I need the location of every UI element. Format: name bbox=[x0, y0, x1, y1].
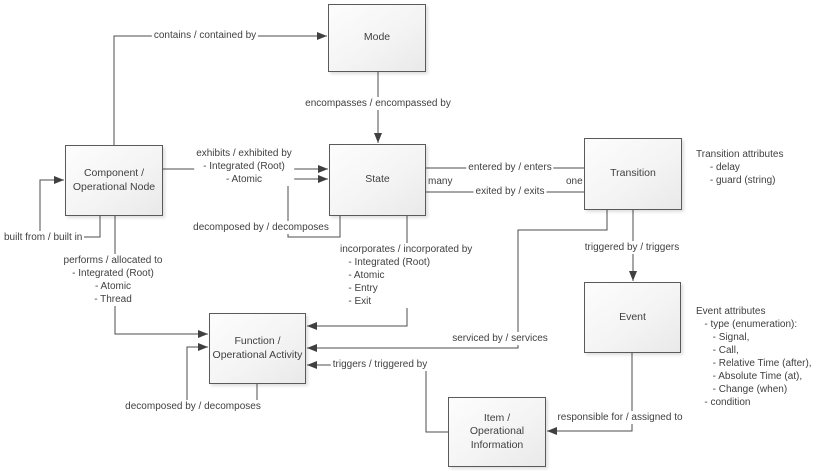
note-transition-attributes: Transition attributes - delay - guard (s… bbox=[696, 149, 784, 186]
node-mode: Mode bbox=[328, 4, 426, 72]
connector-triggers-function bbox=[307, 361, 448, 433]
edge-label-performs: performs / allocated to - Integrated (Ro… bbox=[61, 254, 165, 306]
edge-label-triggers-function: triggers / triggered by bbox=[330, 358, 430, 371]
connector-responsible bbox=[547, 353, 633, 435]
node-function-label: Function / Operational Activity bbox=[212, 334, 303, 361]
edge-label-entered: entered by / enters bbox=[466, 161, 554, 174]
node-state-label: State bbox=[365, 173, 390, 186]
connector-contains bbox=[113, 32, 327, 145]
edge-label-state-decomposed: decomposed by / decomposes bbox=[191, 221, 331, 234]
connector-state-self-loop bbox=[287, 175, 341, 238]
node-event-label: Event bbox=[619, 310, 646, 323]
edge-label-encompasses: encompasses / encompassed by bbox=[303, 97, 453, 110]
edge-label-built-from: built from / built in bbox=[2, 231, 85, 244]
node-event: Event bbox=[584, 282, 681, 353]
node-transition-label: Transition bbox=[610, 167, 656, 180]
node-transition: Transition bbox=[584, 138, 682, 210]
edge-label-exited: exited by / exits bbox=[473, 185, 547, 198]
edge-label-serviced: serviced by / services bbox=[450, 332, 550, 345]
edge-label-responsible: responsible for / assigned to bbox=[555, 411, 685, 424]
node-item-label: Item / Operational Information bbox=[469, 411, 525, 451]
node-item-operational-information: Item / Operational Information bbox=[448, 397, 546, 467]
node-mode-label: Mode bbox=[363, 31, 391, 44]
node-function-operational-activity: Function / Operational Activity bbox=[209, 313, 306, 384]
multiplicity-one: one bbox=[566, 176, 583, 187]
note-event-attributes: Event attributes - type (enumeration): -… bbox=[696, 306, 812, 408]
edge-label-contains: contains / contained by bbox=[151, 29, 259, 42]
node-component-operational-node: Component / Operational Node bbox=[65, 145, 163, 216]
edge-label-exhibits: exhibits / exhibited by - Integrated (Ro… bbox=[194, 147, 294, 186]
edge-label-incorporates: incorporates / incorporated by - Integra… bbox=[338, 243, 475, 308]
multiplicity-many: many bbox=[428, 176, 453, 187]
edge-label-function-decomposed: decomposed by / decomposes bbox=[123, 400, 263, 413]
connector-serviced bbox=[307, 210, 608, 352]
node-state: State bbox=[329, 144, 426, 216]
edge-label-triggered-event: triggered by / triggers bbox=[582, 241, 682, 254]
node-component-label: Component / Operational Node bbox=[72, 166, 156, 193]
